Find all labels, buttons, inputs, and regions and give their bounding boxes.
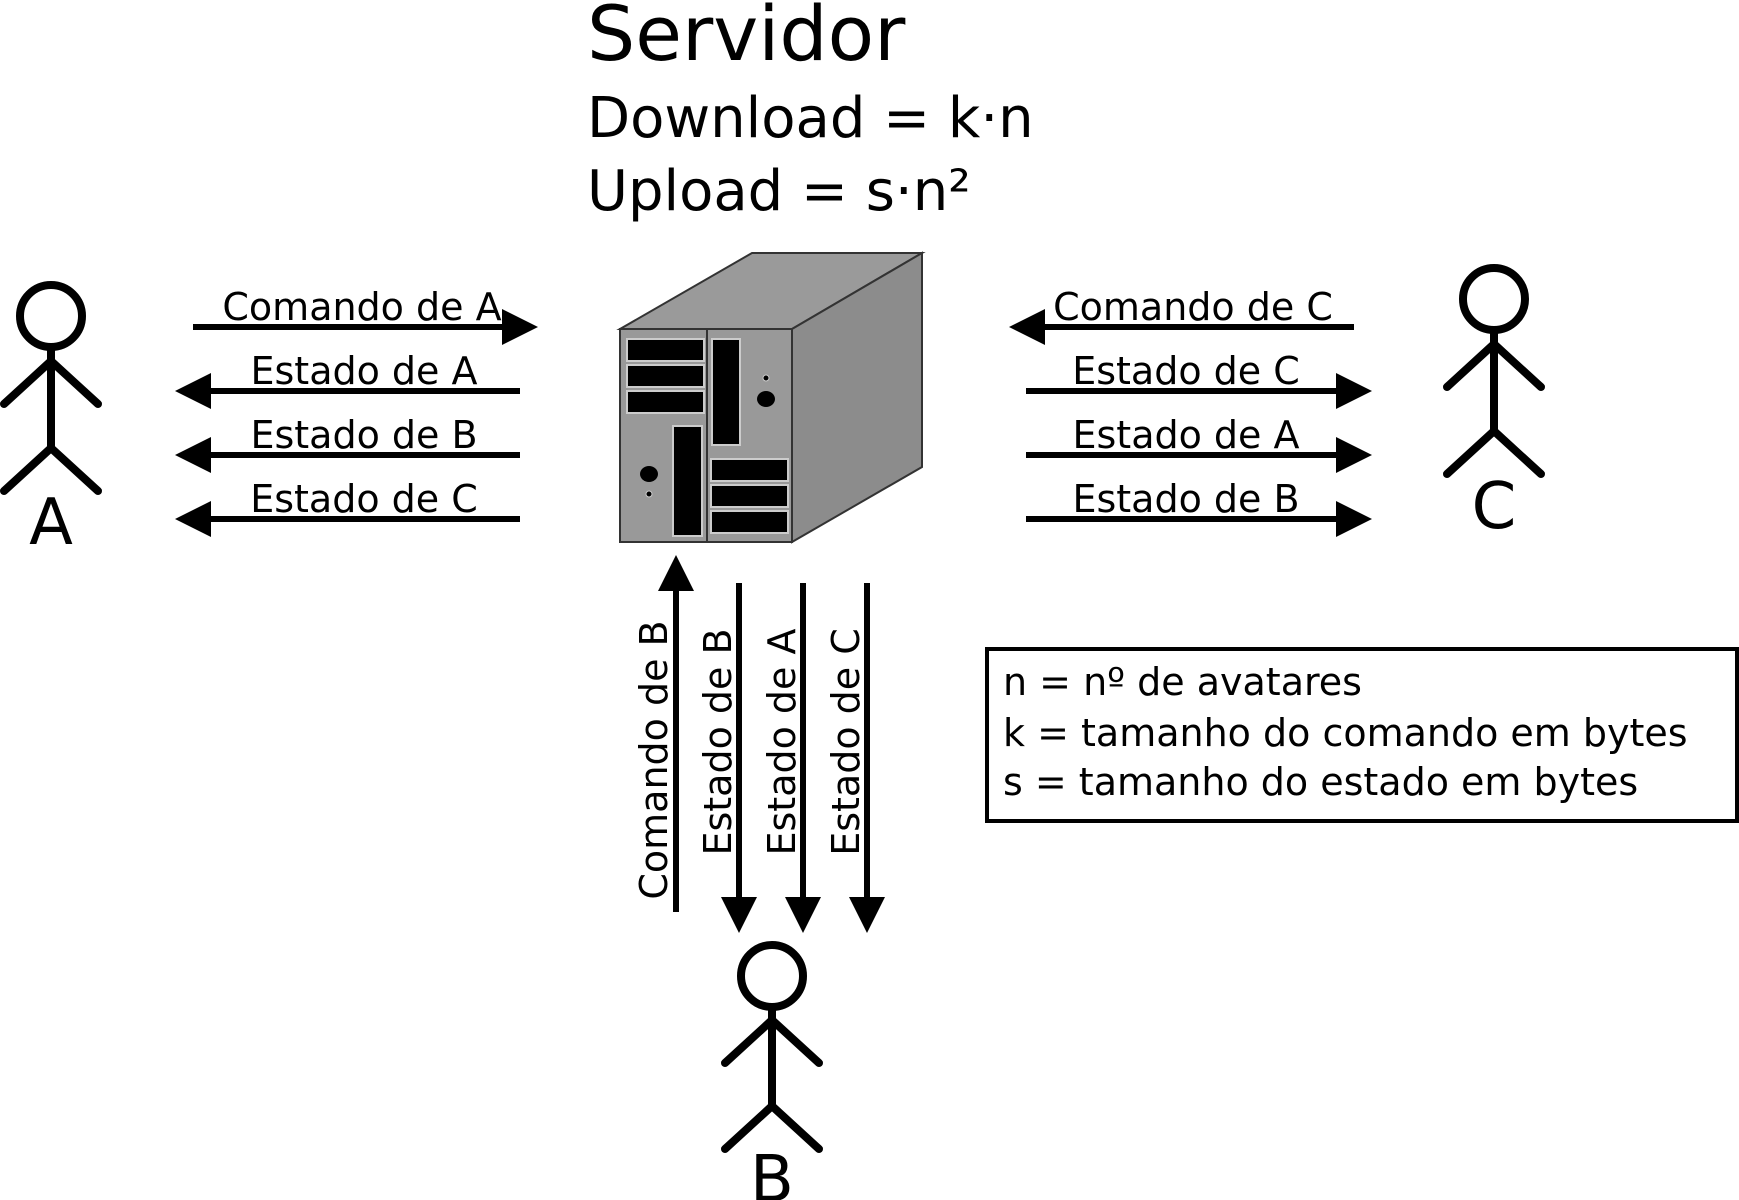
server-icon	[616, 251, 926, 544]
label-state-to-b-1: Estado de B	[696, 628, 740, 855]
actor-c-label: C	[1472, 470, 1517, 544]
legend-item-n: n = nº de avatares	[1003, 660, 1362, 704]
upload-formula: Upload = s·n²	[587, 159, 971, 224]
label-state-to-b-2: Estado de A	[760, 628, 804, 855]
actor-a-icon	[0, 281, 102, 495]
legend-item-k: k = tamanho do comando em bytes	[1003, 711, 1688, 755]
label-state-to-a-1: Estado de A	[250, 349, 477, 393]
label-command-a: Comando de A	[222, 285, 501, 329]
label-state-to-a-3: Estado de C	[250, 477, 478, 521]
actor-c-icon	[1443, 264, 1545, 478]
legend-box: n = nº de avatares k = tamanho do comand…	[985, 647, 1739, 823]
label-command-c: Comando de C	[1053, 285, 1333, 329]
actor-b-label: B	[750, 1143, 794, 1200]
label-state-to-c-2: Estado de A	[1072, 413, 1299, 457]
label-command-b: Comando de B	[632, 620, 676, 899]
actor-a-label: A	[29, 486, 73, 560]
server-title: Servidor	[587, 0, 906, 78]
download-formula: Download = k·n	[587, 86, 1034, 151]
label-state-to-c-1: Estado de C	[1072, 349, 1300, 393]
actor-b-icon	[721, 941, 823, 1153]
label-state-to-a-2: Estado de B	[250, 413, 477, 457]
legend-item-s: s = tamanho do estado em bytes	[1003, 760, 1638, 804]
label-state-to-b-3: Estado de C	[824, 628, 868, 856]
label-state-to-c-3: Estado de B	[1072, 477, 1299, 521]
